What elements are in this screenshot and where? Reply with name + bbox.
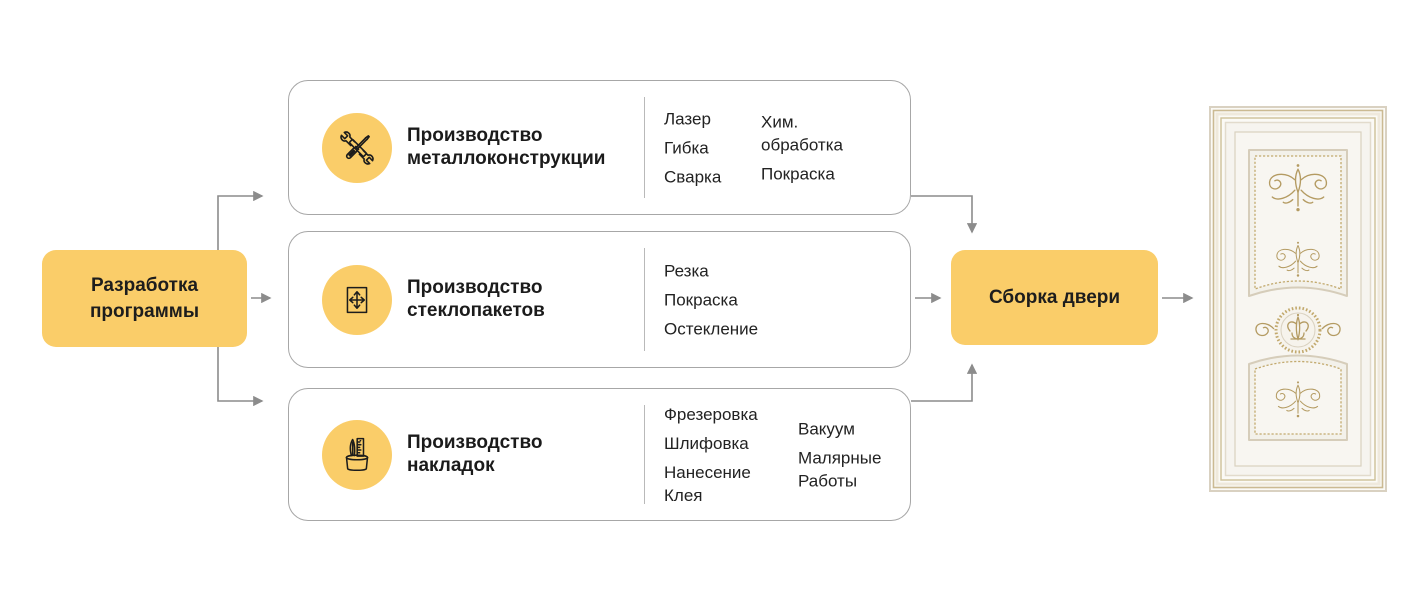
end-node-door-assembly: Сборка двери	[951, 250, 1158, 345]
step-item: Малярные Работы	[798, 448, 882, 490]
stage-title: Производство металлоконструкции	[407, 124, 606, 170]
end-node-label: Сборка двери	[988, 286, 1121, 308]
stage-title: Производство накладок	[407, 431, 543, 477]
step-item: Остекление	[664, 319, 759, 338]
wrench-screwdriver-icon	[340, 130, 374, 165]
divider	[644, 97, 646, 198]
knife-ruler-cup-icon	[345, 437, 369, 471]
step-item: Нанесение Клея	[664, 462, 751, 505]
stage-icon-circle	[322, 419, 392, 490]
stage-glass-units: Производство стеклопакетов Резка Покраск…	[288, 231, 911, 368]
step-item: Лазер	[664, 109, 711, 128]
step-item: Вакуум	[798, 419, 855, 438]
resize-arrows-icon	[346, 286, 368, 313]
step-item: Гибка	[664, 138, 709, 157]
step-item: Покраска	[761, 164, 835, 183]
divider	[644, 405, 646, 504]
stage-icon-circle	[322, 264, 392, 335]
step-item: Сварка	[664, 167, 722, 186]
stage-title: Производство стеклопакетов	[407, 276, 545, 322]
start-node-program-development: Разработка программы	[42, 250, 247, 347]
divider	[644, 248, 646, 351]
stage-steps-column-1: Резка Покраска Остекление	[664, 259, 782, 340]
step-item: Шлифовка	[664, 433, 749, 453]
ornate-white-door-photo	[1209, 106, 1387, 492]
step-item: Покраска	[664, 290, 738, 309]
start-node-label: Разработка программы	[89, 275, 200, 322]
step-item: Фрезеровка	[664, 404, 758, 424]
stage-steps-column-1: Фрезеровка Шлифовка Нанесение Клея	[664, 403, 782, 507]
stage-overlays: Производство накладок Фрезеровка Шлифовк…	[288, 388, 911, 521]
stage-icon-circle	[322, 112, 392, 183]
stage-steps-column-2: Хим. обработка Покраска	[761, 110, 869, 185]
stage-steps-column-1: Лазер Гибка Сварка	[664, 107, 782, 188]
step-item: Хим. обработка	[761, 112, 843, 154]
stage-steps-column-2: Вакуум Малярные Работы	[798, 417, 898, 492]
stage-metal-structures: Производство металлоконструкции Лазер Ги…	[288, 80, 911, 215]
step-item: Резка	[664, 261, 709, 280]
